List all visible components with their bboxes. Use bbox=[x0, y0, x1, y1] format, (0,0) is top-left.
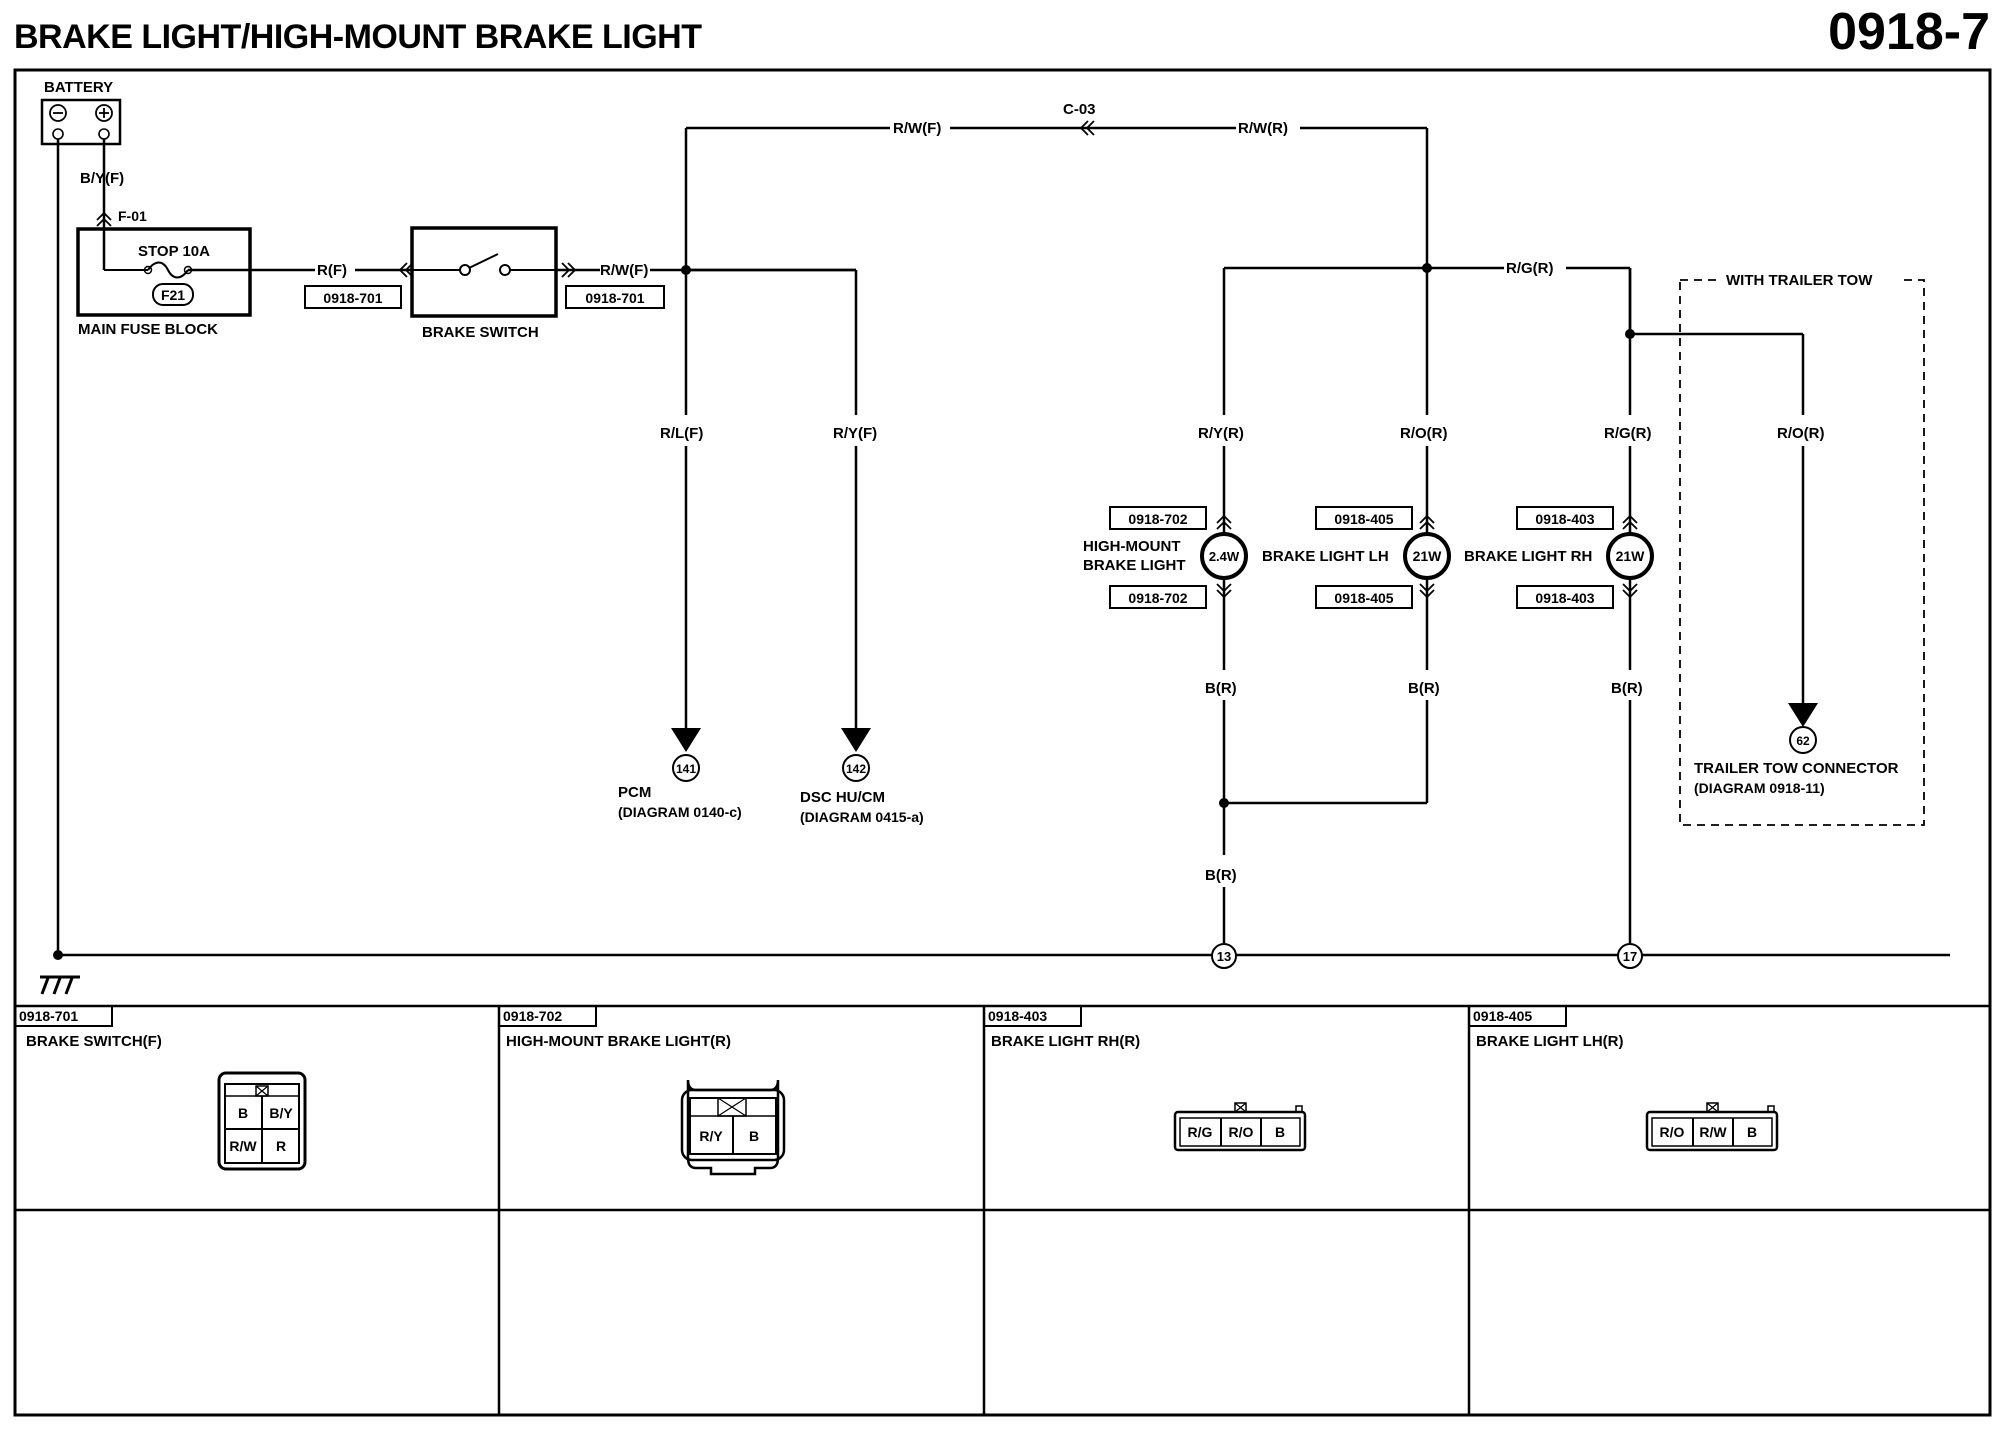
battery-positive-icon bbox=[95, 104, 113, 122]
wire-label-rh: R/G(R) bbox=[1604, 425, 1652, 442]
lock-icon bbox=[1706, 1102, 1719, 1113]
fuse-block-box bbox=[76, 227, 252, 317]
wire-label-common-ground: B(R) bbox=[1205, 867, 1237, 884]
dsc-arrow-icon bbox=[841, 728, 871, 752]
wire-label-hm-ground: B(R) bbox=[1205, 680, 1237, 697]
diagram-frame bbox=[13, 68, 1992, 1417]
dsc-label: DSC HU/CM bbox=[800, 789, 885, 806]
connector-panel-brake-switch: 0918-701 BRAKE SWITCH(F) B B/Y R/W R bbox=[14, 1006, 307, 1171]
ground-point-17 bbox=[1617, 943, 1643, 969]
wire-label-battery-to-fuse: B/Y(F) bbox=[80, 170, 124, 187]
wire-label-dsc: R/Y(F) bbox=[833, 425, 877, 442]
pin: R/G bbox=[1188, 1124, 1213, 1140]
pin: R/W bbox=[1699, 1124, 1727, 1140]
pin: B/Y bbox=[269, 1105, 293, 1121]
battery-negative-icon bbox=[49, 104, 67, 122]
connector-ref-fuse-switch: 0918-701 bbox=[323, 290, 382, 306]
page-title: BRAKE LIGHT/HIGH-MOUNT BRAKE LIGHT bbox=[14, 18, 702, 56]
connector-c03-icon bbox=[1079, 120, 1095, 136]
high-mount-watts: 2.4W bbox=[1209, 549, 1240, 564]
connector-panel-high-mount: 0918-702 HIGH-MOUNT BRAKE LIGHT(R) R/Y B bbox=[498, 1006, 786, 1176]
wire-label-lh-ground: B(R) bbox=[1408, 680, 1440, 697]
fuse-block-label: MAIN FUSE BLOCK bbox=[78, 321, 218, 338]
connector-panel-brake-light-rh: 0918-403 BRAKE LIGHT RH(R) R/G R/O B bbox=[983, 1006, 1307, 1152]
pcm-arrow-icon bbox=[671, 728, 701, 752]
brake-switch-label: BRAKE SWITCH bbox=[422, 324, 539, 341]
connector-f01-icon bbox=[96, 211, 112, 227]
high-mount-label-2: BRAKE LIGHT bbox=[1083, 557, 1186, 574]
pcm-label: PCM bbox=[618, 784, 651, 801]
wire-label-switch-out: R/W(F) bbox=[600, 262, 648, 279]
trailer-arrow-icon bbox=[1788, 703, 1818, 727]
pin: R bbox=[276, 1138, 286, 1154]
wire-label-rg-top: R/G(R) bbox=[1506, 260, 1554, 277]
main-fuse-block: STOP 10A F21 MAIN FUSE BLOCK bbox=[76, 227, 252, 338]
connector-ref-rh-top: 0918-403 bbox=[1535, 511, 1594, 527]
pin: B bbox=[238, 1105, 248, 1121]
wire-label-fuse-to-switch: R(F) bbox=[317, 262, 347, 279]
brake-switch: BRAKE SWITCH bbox=[410, 226, 558, 341]
pin: R/Y bbox=[699, 1128, 723, 1144]
trailer-label: TRAILER TOW CONNECTOR bbox=[1694, 760, 1899, 777]
dsc-terminal: 142 bbox=[846, 762, 866, 776]
dsc-diagram-ref: (DIAGRAM 0415-a) bbox=[800, 809, 924, 825]
wire-label-high-mount: R/Y(R) bbox=[1198, 425, 1244, 442]
fuse-id: F21 bbox=[161, 287, 185, 303]
wire-label-top-right: R/W(R) bbox=[1238, 120, 1288, 137]
fuse-name: STOP 10A bbox=[138, 243, 210, 260]
battery: BATTERY bbox=[40, 79, 122, 146]
ground-point-17-label: 17 bbox=[1623, 949, 1637, 964]
wire-label-rh-ground: B(R) bbox=[1611, 680, 1643, 697]
connector-ref-rh-bottom: 0918-403 bbox=[1535, 590, 1594, 606]
brake-light-lh-label: BRAKE LIGHT LH bbox=[1262, 548, 1389, 565]
trailer-diagram-ref: (DIAGRAM 0918-11) bbox=[1694, 780, 1825, 796]
chassis-ground-icon bbox=[40, 975, 80, 995]
connector-ref-hm-top: 0918-702 bbox=[1128, 511, 1187, 527]
panel-title: BRAKE SWITCH(F) bbox=[26, 1033, 162, 1050]
panel-id: 0918-702 bbox=[503, 1008, 562, 1024]
pin: R/W bbox=[229, 1138, 257, 1154]
panel-title: BRAKE LIGHT LH(R) bbox=[1476, 1033, 1623, 1050]
ground-point-13 bbox=[1211, 943, 1237, 969]
pin: B bbox=[749, 1128, 759, 1144]
connector-c03-label: C-03 bbox=[1063, 101, 1096, 118]
brake-light-lh-watts: 21W bbox=[1413, 548, 1443, 564]
pin: R/O bbox=[1229, 1124, 1254, 1140]
panel-id: 0918-701 bbox=[19, 1008, 78, 1024]
connector-ref-lh-top: 0918-405 bbox=[1334, 511, 1393, 527]
connector-ref-hm-bottom: 0918-702 bbox=[1128, 590, 1187, 606]
fuse-icon bbox=[147, 261, 189, 279]
trailer-terminal: 62 bbox=[1796, 734, 1810, 748]
wire-label-top-left: R/W(F) bbox=[893, 120, 941, 137]
wire-label-pcm: R/L(F) bbox=[660, 425, 703, 442]
brake-switch-box bbox=[410, 226, 558, 318]
connector-ref-switch-out: 0918-701 bbox=[585, 290, 644, 306]
pin: R/O bbox=[1660, 1124, 1685, 1140]
pin: B bbox=[1275, 1124, 1285, 1140]
connector-panel-brake-light-lh: 0918-405 BRAKE LIGHT LH(R) R/O R/W B bbox=[1468, 1006, 1779, 1152]
pcm-terminal: 141 bbox=[676, 762, 696, 776]
ground-point-13-label: 13 bbox=[1217, 949, 1231, 964]
brake-light-rh-watts: 21W bbox=[1616, 548, 1646, 564]
panel-title: HIGH-MOUNT BRAKE LIGHT(R) bbox=[506, 1033, 731, 1050]
trailer-tow-group-label: WITH TRAILER TOW bbox=[1726, 272, 1873, 289]
brake-light-rh-label: BRAKE LIGHT RH bbox=[1464, 548, 1592, 565]
connector-f01-label: F-01 bbox=[118, 208, 147, 224]
lock-icon bbox=[1234, 1102, 1247, 1113]
panel-id: 0918-403 bbox=[988, 1008, 1047, 1024]
battery-label: BATTERY bbox=[44, 79, 113, 96]
trailer-tow-group bbox=[1679, 279, 1925, 826]
wire-label-lh: R/O(R) bbox=[1400, 425, 1448, 442]
battery-box bbox=[40, 98, 122, 146]
high-mount-label-1: HIGH-MOUNT bbox=[1083, 538, 1181, 555]
page-number: 0918-7 bbox=[1828, 3, 1990, 61]
connector-ref-lh-bottom: 0918-405 bbox=[1334, 590, 1393, 606]
pin: B bbox=[1747, 1124, 1757, 1140]
pcm-diagram-ref: (DIAGRAM 0140-c) bbox=[618, 804, 742, 820]
switch-contact-icon bbox=[468, 253, 499, 269]
wire-label-trailer: R/O(R) bbox=[1777, 425, 1825, 442]
panel-id: 0918-405 bbox=[1473, 1008, 1532, 1024]
panel-title: BRAKE LIGHT RH(R) bbox=[991, 1033, 1140, 1050]
